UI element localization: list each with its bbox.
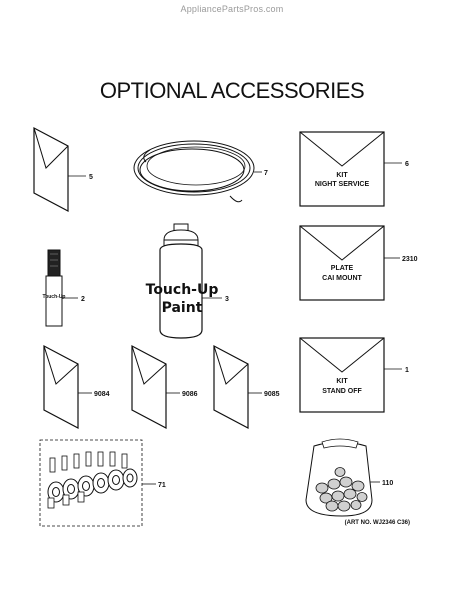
part-number-9086: 9086 — [182, 391, 198, 398]
plate-cai-mount-line1: PLATE — [331, 265, 354, 272]
kit-night-service-line2: NIGHT SERVICE — [315, 181, 370, 188]
part-number-7: 7 — [264, 170, 268, 177]
envelope-part-9084[interactable]: 9084 — [43, 345, 110, 429]
envelope-part-9085[interactable]: 9085 — [213, 345, 280, 429]
bag-part-110[interactable]: 110 — [305, 438, 393, 517]
spray-can-label-2: Paint — [162, 300, 203, 316]
art-number: (ART NO. WJ2346 C36) — [345, 520, 410, 526]
tubing-part-7[interactable]: 7 — [133, 140, 268, 203]
part-number-110: 110 — [382, 480, 393, 487]
part-number-71: 71 — [158, 482, 166, 489]
kit-night-service-envelope[interactable]: KIT NIGHT SERVICE 6 — [299, 131, 409, 207]
spray-can-label-1: Touch-Up — [146, 282, 219, 298]
page-title: OPTIONAL ACCESSORIES — [99, 78, 365, 103]
part-number-3: 3 — [225, 296, 229, 303]
part-number-6: 6 — [405, 161, 409, 168]
watermark: AppliancePartsPros.com — [180, 4, 284, 14]
plate-cai-mount-line2: CAI MOUNT — [322, 275, 362, 282]
touchup-pen-label: Touch-Up — [43, 294, 66, 300]
roller-set-part-71[interactable]: 71 — [39, 439, 166, 527]
part-number-5: 5 — [89, 174, 93, 181]
kit-stand-off-line1: KIT — [336, 378, 348, 385]
part-number-9085: 9085 — [264, 391, 280, 398]
envelope-part-5[interactable]: 5 — [33, 127, 93, 212]
kit-stand-off-envelope[interactable]: KIT STAND OFF 1 — [299, 337, 409, 413]
plate-cai-mount-envelope[interactable]: PLATE CAI MOUNT 2310 — [299, 225, 418, 301]
part-number-2310: 2310 — [402, 256, 418, 263]
spray-can-part-3[interactable]: Touch-Up Paint 3 — [146, 223, 229, 339]
part-number-2: 2 — [81, 296, 85, 303]
kit-night-service-line1: KIT — [336, 172, 348, 179]
envelope-part-9086[interactable]: 9086 — [131, 345, 198, 429]
touchup-pen-part-2[interactable]: Touch-Up 2 — [43, 249, 85, 327]
kit-stand-off-line2: STAND OFF — [322, 388, 362, 395]
part-number-1: 1 — [405, 367, 409, 374]
part-number-9084: 9084 — [94, 391, 110, 398]
